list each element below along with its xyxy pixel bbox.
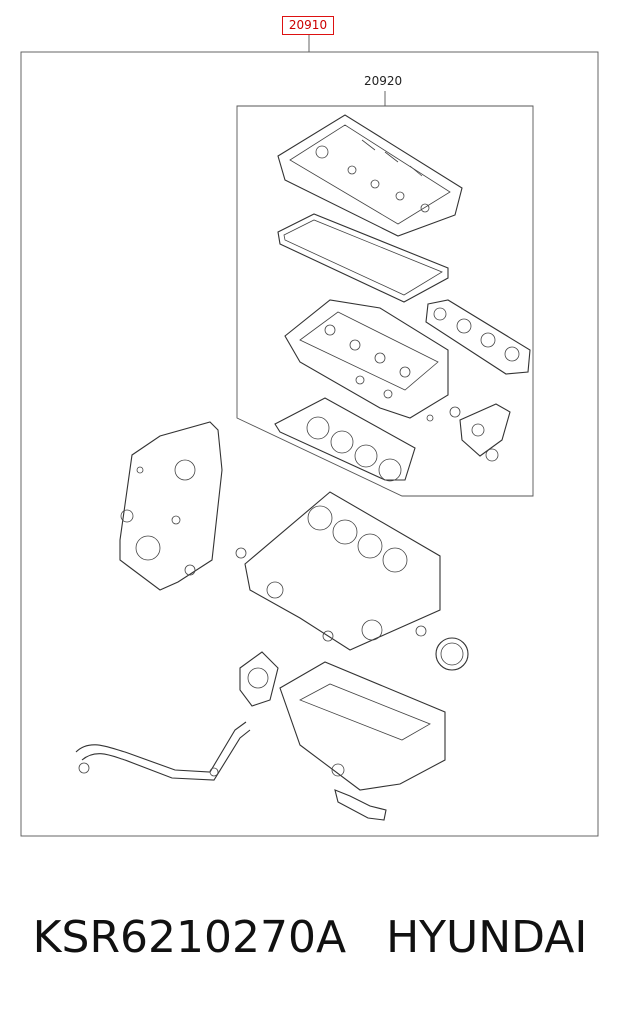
timing-chain-cover — [119, 421, 223, 591]
cylinder-head — [284, 299, 449, 422]
inner-kit-frame — [236, 105, 534, 497]
outer-kit-frame — [20, 51, 599, 837]
oil-strainer-tube — [334, 789, 387, 821]
caption: KSR6210270A HYUNDAI — [0, 912, 620, 963]
part-code: KSR6210270A — [32, 912, 347, 963]
water-outlet-housing — [449, 403, 511, 462]
gasket-kit-diagram: 20910 20920 — [20, 16, 599, 837]
oil-pump-gasket — [239, 651, 279, 707]
cylinder-block — [235, 491, 441, 651]
valve-cover-gasket — [277, 213, 449, 303]
cylinder-head-gasket — [274, 397, 416, 482]
oil-level-gauge-tube — [75, 721, 251, 781]
oil-pan — [279, 661, 446, 791]
inner-part-number-label[interactable]: 20920 — [364, 74, 403, 88]
rear-crankshaft-seal — [435, 637, 469, 671]
exhaust-manifold-gasket — [425, 299, 531, 375]
outer-part-number-label[interactable]: 20910 — [282, 16, 334, 35]
valve-cover — [277, 114, 463, 237]
brand-name: HYUNDAI — [386, 912, 588, 963]
